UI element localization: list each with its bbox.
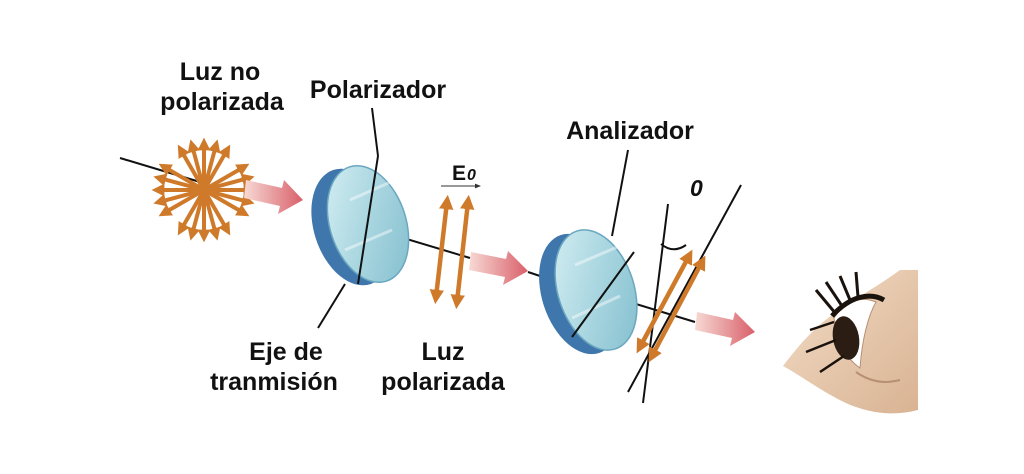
polarizer-leader-line xyxy=(371,107,379,157)
analyzer-transmission-axis xyxy=(571,251,635,338)
label-polarizer: Polarizador xyxy=(310,76,446,104)
label-field-e0: E0 xyxy=(452,162,476,185)
beam-arrow-icon xyxy=(469,251,528,285)
label-angle-theta: 0 xyxy=(690,175,703,201)
label-polarized-light-line2: polarizada xyxy=(381,368,506,396)
starburst-arrows-icon xyxy=(151,137,257,243)
label-analyzer: Analizador xyxy=(566,117,694,145)
beam-arrow-icon xyxy=(695,312,755,346)
polarized-field-arrows xyxy=(429,194,475,310)
label-field-symbol: E xyxy=(452,162,466,185)
beam-arrow-icon xyxy=(244,180,303,214)
polarizer-disc xyxy=(311,155,410,286)
label-transmission-axis-line1: Eje de xyxy=(249,338,323,366)
label-unpolarized-light-line2: polarizada xyxy=(160,88,285,116)
eye-icon xyxy=(783,270,918,414)
analyzer-disc xyxy=(539,229,638,355)
label-transmission-axis-line2: tranmisión xyxy=(210,368,338,396)
analyzer-leader-line xyxy=(611,149,629,237)
label-field-subscript: 0 xyxy=(467,167,476,184)
transmitted-field-arrows xyxy=(636,249,706,363)
transmission-axis-leader-line xyxy=(317,283,346,329)
label-polarized-light-line1: Luz xyxy=(421,338,464,366)
starburst-ray xyxy=(187,139,221,241)
polarizer-transmission-axis xyxy=(357,155,379,285)
label-unpolarized-light-line1: Luz no xyxy=(180,58,261,86)
